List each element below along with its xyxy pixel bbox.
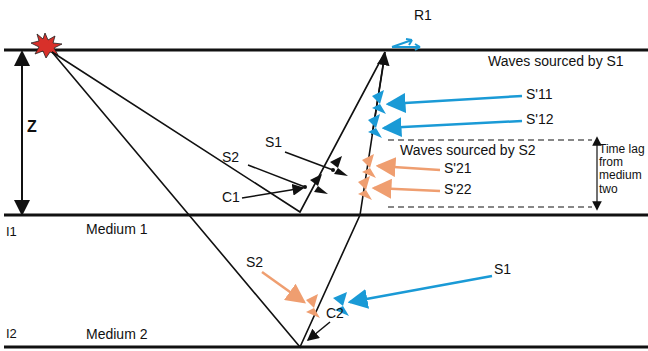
wave-label: S'11 (526, 87, 553, 102)
interface-label: I2 (6, 327, 17, 341)
depth-label: Z (27, 118, 37, 136)
conversion-label: C1 (222, 190, 240, 205)
wave-label: S2 (246, 255, 263, 270)
wave-label: S1 (265, 135, 282, 150)
conversion-label: C2 (326, 306, 344, 321)
wave-label: S'12 (526, 112, 554, 127)
time-lag-note: Time lag from medium two (599, 143, 645, 196)
medium-label: Medium 1 (86, 222, 147, 237)
wave-label: S'22 (444, 182, 472, 197)
wave-label: S'21 (444, 161, 472, 176)
receiver-label: R1 (414, 8, 432, 23)
wave-label: S1 (494, 262, 511, 277)
group-note: Waves sourced by S2 (400, 143, 536, 158)
interface-label: I1 (6, 225, 17, 239)
medium-label: Medium 2 (86, 327, 147, 342)
group-note: Waves sourced by S1 (488, 54, 624, 69)
wave-label: S2 (222, 150, 239, 165)
